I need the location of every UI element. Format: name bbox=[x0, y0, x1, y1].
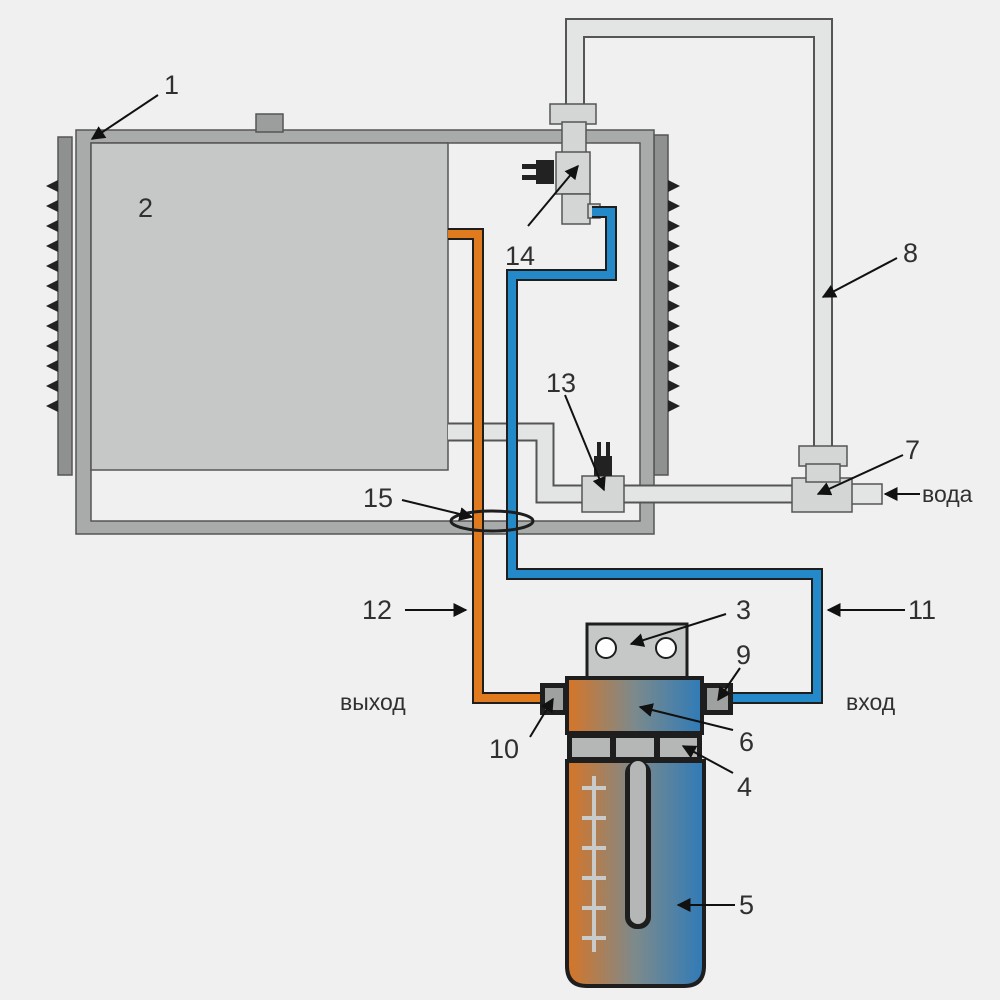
valve-13-connector-icon bbox=[594, 442, 612, 476]
callout-1: 1 bbox=[164, 70, 179, 100]
grommet-15 bbox=[449, 509, 535, 533]
arrow-14 bbox=[527, 164, 579, 227]
arrow-7 bbox=[816, 454, 904, 496]
arrow-1 bbox=[90, 94, 159, 140]
arrow-3 bbox=[629, 613, 727, 647]
callout-12: 12 bbox=[362, 595, 392, 625]
arrow-15 bbox=[401, 499, 474, 521]
callout-9: 9 bbox=[736, 640, 751, 670]
callout-15: 15 bbox=[363, 483, 393, 513]
right-fins bbox=[668, 180, 680, 412]
water-pipe-8 bbox=[565, 18, 833, 452]
callout-6: 6 bbox=[739, 727, 754, 757]
callout-7: 7 bbox=[905, 435, 920, 465]
cold-coolant-line-11 bbox=[506, 206, 823, 704]
arrow-9 bbox=[717, 667, 741, 702]
callout-13: 13 bbox=[546, 368, 576, 398]
callout-14: 14 bbox=[505, 241, 535, 271]
arrow-10 bbox=[529, 697, 554, 738]
callout-2: 2 bbox=[138, 193, 153, 223]
callout-10: 10 bbox=[489, 734, 519, 764]
callout-labels: 1 2 3 4 5 6 7 8 9 10 11 12 13 14 15 bbox=[138, 70, 936, 920]
arrow-13 bbox=[564, 394, 606, 492]
heater-element bbox=[582, 776, 606, 952]
left-fins bbox=[46, 180, 58, 412]
mounting-bracket-3 bbox=[585, 622, 689, 682]
left-radiator bbox=[46, 136, 73, 476]
arrow-8 bbox=[821, 257, 898, 298]
coolant-filter bbox=[540, 622, 733, 988]
arrow-4 bbox=[681, 745, 734, 774]
hot-coolant-line-12 bbox=[448, 228, 545, 704]
water-label: вода bbox=[922, 481, 973, 507]
water-inlet-pipe bbox=[448, 422, 883, 505]
callout-4: 4 bbox=[737, 772, 752, 802]
callout-11: 11 bbox=[908, 595, 936, 625]
callout-3: 3 bbox=[736, 595, 751, 625]
callout-5: 5 bbox=[739, 890, 754, 920]
callout-8: 8 bbox=[903, 238, 918, 268]
leader-arrows bbox=[90, 94, 920, 912]
solenoid-valve-14 bbox=[522, 103, 601, 225]
right-radiator bbox=[653, 134, 680, 476]
outlet-label: выход bbox=[340, 689, 406, 715]
filter-head-6 bbox=[565, 676, 704, 735]
tee-fitting-7 bbox=[791, 445, 853, 513]
solenoid-valve-13 bbox=[581, 442, 625, 513]
seal-ring-4 bbox=[567, 733, 702, 761]
outlet-fitting-10 bbox=[540, 683, 568, 715]
coolant-tank bbox=[90, 142, 449, 471]
valve-14-connector-icon bbox=[522, 160, 554, 184]
inlet-label: вход bbox=[846, 689, 896, 715]
arrow-6 bbox=[638, 703, 734, 731]
filler-cap bbox=[255, 113, 284, 133]
